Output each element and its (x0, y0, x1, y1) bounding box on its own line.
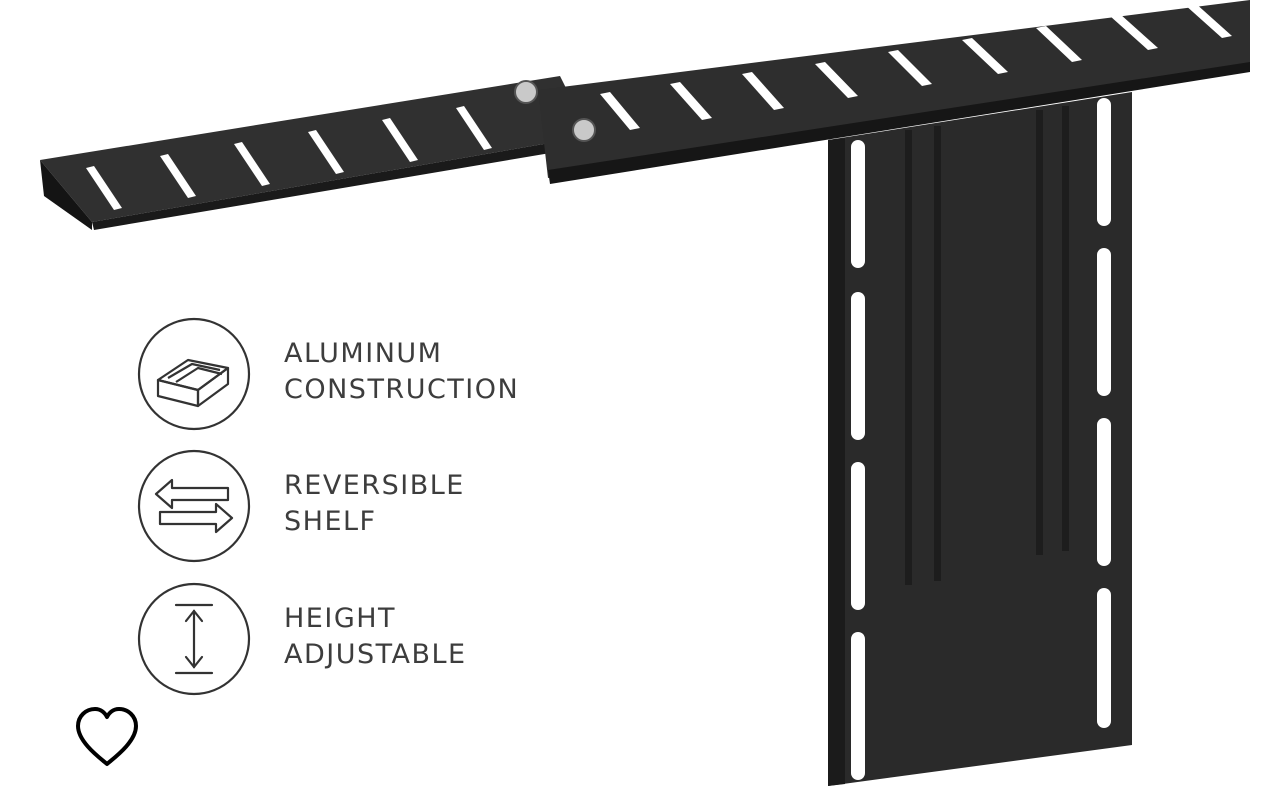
heart-outline-icon (76, 707, 138, 766)
mounting-plate (828, 92, 1132, 786)
reversible-arrows-icon (137, 449, 251, 563)
feature-aluminum-construction: ALUMINUM CONSTRUCTION (136, 316, 656, 432)
favorite-button[interactable] (70, 700, 144, 774)
shelf (40, 0, 1250, 230)
feature-label: REVERSIBLE SHELF (284, 470, 465, 537)
feature-reversible-shelf: REVERSIBLE SHELF (136, 448, 656, 564)
feature-label: HEIGHT ADJUSTABLE (284, 603, 467, 670)
feature-label: ALUMINUM CONSTRUCTION (284, 338, 520, 405)
aluminum-profile-icon (137, 317, 251, 431)
feature-height-adjustable: HEIGHT ADJUSTABLE (136, 581, 656, 697)
height-adjust-icon (137, 582, 251, 696)
